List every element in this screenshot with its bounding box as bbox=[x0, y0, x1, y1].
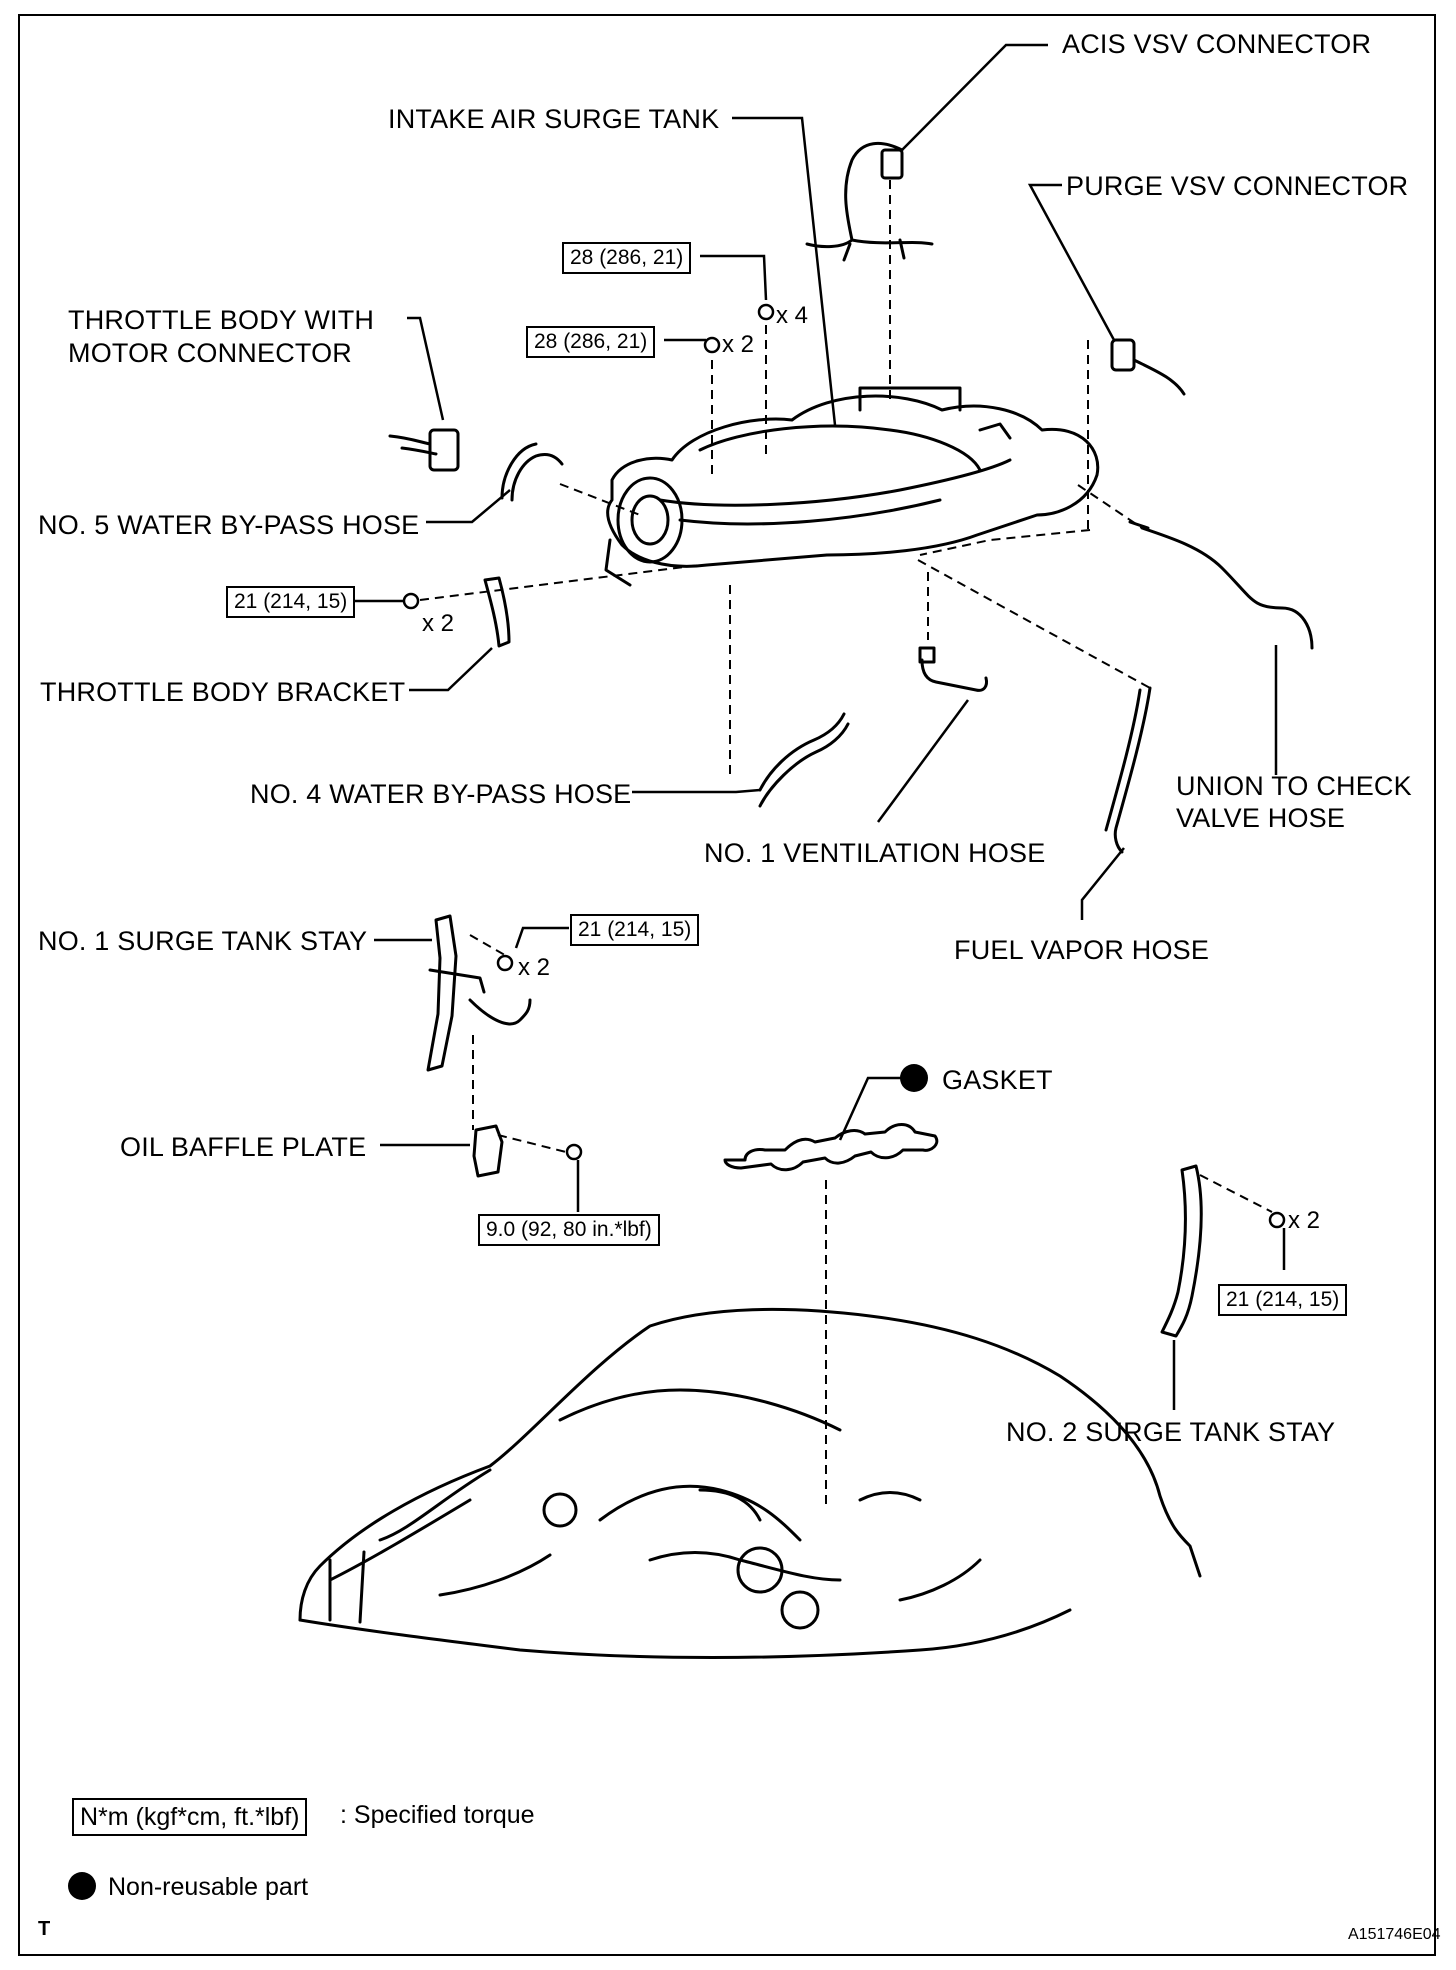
qty-surge-tank-nuts: x 2 bbox=[722, 331, 755, 358]
leader-no5 bbox=[426, 489, 511, 524]
label-fuel-vapor-hose: FUEL VAPOR HOSE bbox=[954, 935, 1210, 965]
leader-fuel-vapor bbox=[1080, 847, 1125, 920]
label-intake-air-surge-tank: INTAKE AIR SURGE TANK bbox=[388, 104, 720, 134]
qty-no1-stay-bolts: x 2 bbox=[518, 954, 551, 981]
torque-no2-stay-bolts: 21 (214, 15) bbox=[1218, 1284, 1348, 1316]
footer-left-mark: T bbox=[38, 1918, 51, 1940]
legend-non-reusable-icon bbox=[68, 1872, 96, 1900]
torque-surge-tank-bolts: 28 (286, 21) bbox=[562, 242, 692, 274]
leader-ventilation bbox=[876, 699, 970, 823]
label-no5-water-bypass-hose: NO. 5 WATER BY-PASS HOSE bbox=[38, 510, 420, 540]
qty-surge-tank-bolts: x 4 bbox=[776, 302, 809, 329]
legend-non-reusable: Non-reusable part bbox=[108, 1873, 309, 1901]
leader-torque-1 bbox=[700, 254, 768, 301]
torque-no1-stay-bolts: 21 (214, 15) bbox=[570, 914, 700, 946]
qty-no2-stay-bolts: x 2 bbox=[1288, 1207, 1321, 1234]
leader-intake bbox=[732, 116, 837, 426]
label-no1-ventilation-hose: NO. 1 VENTILATION HOSE bbox=[704, 838, 1046, 868]
leader-bracket bbox=[409, 647, 493, 692]
label-gasket: GASKET bbox=[942, 1065, 1053, 1095]
non-reusable-icon bbox=[900, 1064, 928, 1092]
label-throttle-body-connector-2: MOTOR CONNECTOR bbox=[68, 338, 353, 368]
torque-baffle-plate-bolt: 9.0 (92, 80 in.*lbf) bbox=[478, 1214, 660, 1246]
label-throttle-body-bracket: THROTTLE BODY BRACKET bbox=[40, 677, 406, 707]
leader-acis bbox=[901, 43, 1048, 151]
label-oil-baffle-plate: OIL BAFFLE PLATE bbox=[120, 1132, 367, 1162]
figure-id: A151746E04 bbox=[1348, 1926, 1441, 1943]
label-no2-surge-tank-stay: NO. 2 SURGE TANK STAY bbox=[1006, 1417, 1336, 1447]
label-no4-water-bypass-hose: NO. 4 WATER BY-PASS HOSE bbox=[250, 779, 632, 809]
leader-no4 bbox=[632, 788, 761, 794]
label-throttle-body-connector-1: THROTTLE BODY WITH bbox=[68, 305, 375, 335]
leader-throttle-connector bbox=[407, 316, 445, 421]
label-union-check-valve-hose-1: UNION TO CHECK bbox=[1176, 771, 1412, 801]
torque-surge-tank-nuts: 28 (286, 21) bbox=[526, 326, 656, 358]
leader-gasket bbox=[838, 1076, 902, 1141]
leader-torque-4 bbox=[514, 926, 569, 949]
label-purge-vsv-connector: PURGE VSV CONNECTOR bbox=[1066, 171, 1409, 201]
legend-torque-desc: : Specified torque bbox=[340, 1801, 535, 1829]
diagram-frame bbox=[18, 14, 1436, 1956]
qty-throttle-bracket-bolts: x 2 bbox=[422, 610, 455, 637]
label-no1-surge-tank-stay: NO. 1 SURGE TANK STAY bbox=[38, 926, 368, 956]
leader-purge bbox=[1027, 183, 1116, 341]
label-acis-vsv-connector: ACIS VSV CONNECTOR bbox=[1062, 29, 1372, 59]
label-union-check-valve-hose-2: VALVE HOSE bbox=[1176, 803, 1346, 833]
legend-torque-units: N*m (kgf*cm, ft.*lbf) bbox=[72, 1798, 308, 1836]
torque-throttle-bracket-bolts: 21 (214, 15) bbox=[226, 586, 356, 618]
